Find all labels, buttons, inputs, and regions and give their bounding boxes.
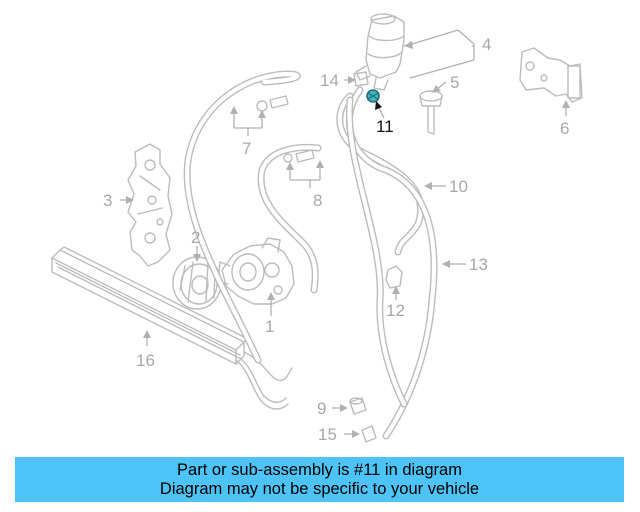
callout-2[interactable]: 2 [191, 228, 200, 247]
callout-9[interactable]: 9 [317, 399, 326, 418]
part-14-fitting[interactable] [353, 71, 369, 87]
callout-14[interactable]: 14 [320, 71, 339, 90]
callout-12[interactable]: 12 [386, 301, 405, 320]
callout-13[interactable]: 13 [469, 255, 488, 274]
hoses [183, 70, 438, 440]
callout-10[interactable]: 10 [449, 177, 468, 196]
part-6-bracket[interactable] [519, 47, 583, 103]
callout-15[interactable]: 15 [318, 425, 337, 444]
callout-8[interactable]: 8 [313, 191, 322, 210]
callout-6[interactable]: 6 [560, 119, 569, 138]
part-5-sensor[interactable] [419, 90, 443, 135]
callout-labels: 1 2 3 4 5 6 7 8 9 10 11 12 13 14 15 16 [103, 35, 569, 444]
part-12-grommet[interactable] [385, 265, 403, 289]
info-banner: Part or sub-assembly is #11 in diagram D… [15, 457, 624, 502]
callout-16[interactable]: 16 [136, 351, 155, 370]
part-16-oil-cooler[interactable] [51, 246, 293, 410]
part-7-fitting[interactable] [256, 95, 289, 112]
callout-3[interactable]: 3 [103, 191, 112, 210]
callout-1[interactable]: 1 [265, 317, 274, 336]
part-11-clamp[interactable] [366, 89, 380, 103]
callout-7[interactable]: 7 [242, 139, 251, 158]
callout-11[interactable]: 11 [376, 117, 394, 136]
part-3-bracket[interactable] [127, 143, 173, 267]
callout-4[interactable]: 4 [482, 35, 491, 54]
callout-5[interactable]: 5 [450, 73, 459, 92]
parts-diagram: 1 2 3 4 5 6 7 8 9 10 11 12 13 14 15 16 [51, 13, 583, 444]
leader-lines [120, 29, 570, 438]
part-15-cap[interactable] [361, 425, 377, 443]
part-8-fitting[interactable] [283, 149, 315, 163]
part-4-reservoir[interactable] [355, 13, 405, 91]
part-9-cap[interactable] [349, 397, 367, 415]
banner-line-1: Part or sub-assembly is #11 in diagram [177, 461, 462, 479]
banner-line-2: Diagram may not be specific to your vehi… [159, 480, 480, 498]
part-1-power-steering-pump[interactable] [217, 237, 295, 305]
